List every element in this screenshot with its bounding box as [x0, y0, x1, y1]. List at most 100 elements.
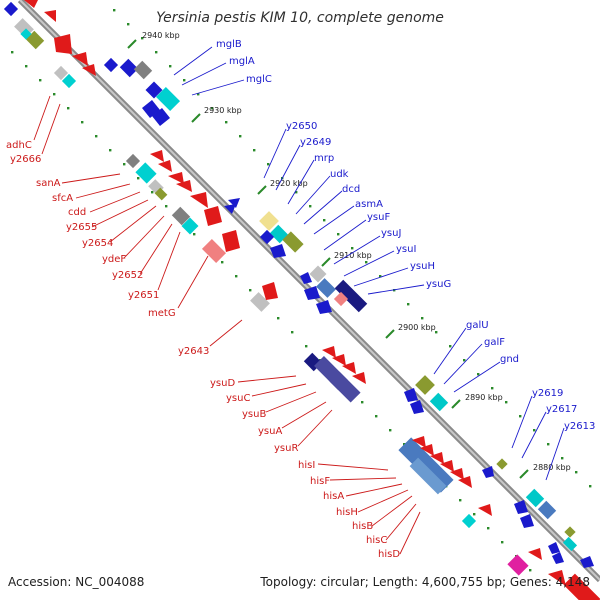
gene-label-y2651: y2651 [128, 290, 159, 301]
rail-dot [67, 107, 70, 110]
gene-label-mglc: mglC [246, 74, 272, 85]
rail-dot [519, 415, 522, 418]
rail-dot [547, 443, 550, 446]
gene-label-hisd: hisD [378, 549, 400, 560]
gene-label-y2643: y2643 [178, 346, 209, 357]
gene-label-y2649: y2649 [300, 137, 331, 148]
gene-label-hisc: hisC [366, 535, 387, 546]
rail-dot [295, 191, 298, 194]
gene-label-ysuf: ysuF [367, 212, 390, 223]
rail-dot [137, 177, 140, 180]
rail-dot [155, 51, 158, 54]
gene-label-mrp: mrp [314, 153, 334, 164]
rail-dot [165, 205, 168, 208]
gene-label-ysud: ysuD [210, 378, 235, 389]
page-title: Yersinia pestis KIM 10, complete genome [156, 10, 444, 26]
tick-mark [321, 257, 331, 267]
gene-label-ysua: ysuA [258, 426, 282, 437]
rail-dot [211, 107, 214, 110]
gene-label-cdd: cdd [68, 207, 86, 218]
rail-dot [193, 233, 196, 236]
gene-label-gnd: gnd [500, 354, 519, 365]
rail-dot [575, 471, 578, 474]
tick-label: 2910 kbp [334, 251, 372, 260]
rail-dot [323, 219, 326, 222]
tick-label: 2890 kbp [465, 393, 503, 402]
rail-dot [375, 415, 378, 418]
forward-features [3, 1, 594, 568]
gene-label-hish: hisH [336, 507, 358, 518]
rail-dot [81, 121, 84, 124]
rail-dot [249, 289, 252, 292]
rail-dot [95, 135, 98, 138]
rail-dot [529, 569, 532, 572]
rail-dot [379, 275, 382, 278]
rail-dot [169, 65, 172, 68]
gene-label-ysuh: ysuH [410, 261, 435, 272]
rail-dot [253, 149, 256, 152]
reverse-gene-labels: adhC y2666 sanA sfcA cdd y2655 y2654 yde… [6, 95, 421, 560]
tick-label: 2940 kbp [142, 31, 180, 40]
gene-label-y2617: y2617 [546, 404, 577, 415]
rail-dot [407, 303, 410, 306]
gene-label-adhc: adhC [6, 140, 32, 151]
tick-mark [451, 399, 461, 409]
rail-dot [25, 65, 28, 68]
rail-dot [291, 331, 294, 334]
gene-label-y2666: y2666 [10, 154, 41, 165]
tick-mark [385, 329, 395, 339]
tick-label: 2900 kbp [398, 323, 436, 332]
rail-dot [365, 261, 368, 264]
tick-label: 2920 kbp [270, 179, 308, 188]
rail-dot [533, 429, 536, 432]
rail-dot [277, 317, 280, 320]
rail-dot [151, 191, 154, 194]
rail-dot [109, 149, 112, 152]
rail-dot [267, 163, 270, 166]
rail-dot [235, 275, 238, 278]
gene-label-metg: metG [148, 308, 176, 319]
rail-dot [305, 345, 308, 348]
rail-dot [141, 37, 144, 40]
rail-dot [491, 387, 494, 390]
gene-label-ysug: ysuG [426, 279, 451, 290]
tick-mark [519, 469, 529, 479]
gene-label-ydef: ydeF [102, 254, 126, 265]
rail-dot [309, 205, 312, 208]
rail-dot [39, 79, 42, 82]
rail-dot [449, 345, 452, 348]
rail-dot [123, 163, 126, 166]
rail-dot [225, 121, 228, 124]
gene-label-y2619: y2619 [532, 388, 563, 399]
tick-mark [191, 113, 201, 123]
gene-label-galf: galF [484, 337, 505, 348]
gene-label-udk: udk [330, 169, 349, 180]
gene-label-hisi: hisI [298, 460, 315, 471]
rail-dot [501, 541, 504, 544]
gene-label-ysui: ysuI [396, 244, 416, 255]
rail-dot [477, 373, 480, 376]
gene-label-mgla: mglA [229, 56, 255, 67]
rail-dot [361, 401, 364, 404]
rail-dot [53, 93, 56, 96]
rail-dot [127, 23, 130, 26]
accession-text: Accession: NC_004088 [8, 575, 144, 589]
forward-gene-labels: mglB mglA mglC y2650 y2649 mrp udk dcd a… [173, 39, 595, 481]
topology-text: Topology: circular; Length: 4,600,755 bp… [259, 575, 590, 589]
rail-dot [589, 485, 592, 488]
gene-label-hisb: hisB [352, 521, 373, 532]
rail-dot [351, 247, 354, 250]
rail-dot [11, 51, 14, 54]
gene-label-ysuc: ysuC [226, 393, 250, 404]
gene-label-asma: asmA [355, 199, 383, 210]
gene-label-hisf: hisF [310, 476, 330, 487]
gene-label-y2613: y2613 [564, 421, 595, 432]
tick-mark [257, 185, 267, 195]
gene-label-mglb: mglB [216, 39, 242, 50]
tick-label: 2930 kbp [204, 106, 242, 115]
gene-label-y2652: y2652 [112, 270, 143, 281]
rail-dot [421, 317, 424, 320]
gene-label-ysuj: ysuJ [381, 228, 401, 239]
rail-dot [561, 457, 564, 460]
